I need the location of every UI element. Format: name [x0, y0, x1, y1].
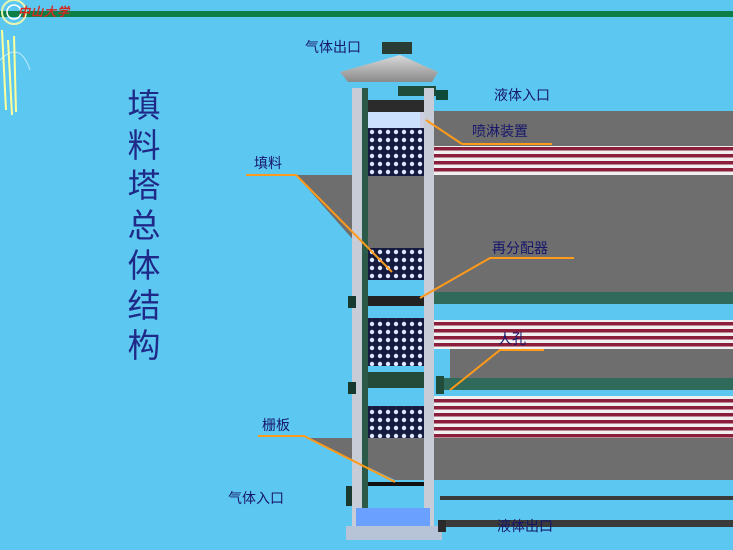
- gas-outlet-hood: [340, 42, 438, 82]
- leader-lines: [246, 119, 574, 483]
- pointer-panels: [296, 111, 733, 480]
- label-gas-inlet: 气体入口: [228, 491, 284, 507]
- tower-base: [346, 508, 446, 540]
- stripe-bands: [432, 146, 733, 438]
- label-liquid-outlet: 液体出口: [497, 519, 553, 535]
- diagram-title: 填料塔总体结构: [127, 86, 161, 365]
- packing-beds: [368, 128, 424, 486]
- label-liquid-inlet: 液体入口: [494, 88, 550, 104]
- university-logo: 中山大学: [18, 5, 71, 19]
- column-shell: [352, 88, 434, 528]
- label-manhole: 人孔: [498, 332, 526, 348]
- label-redistributor: 再分配器: [492, 241, 548, 257]
- label-gas-outlet: 气体出口: [305, 40, 361, 56]
- pipes: [346, 86, 733, 527]
- logo-decoration: [0, 0, 31, 116]
- redistributor: [348, 296, 424, 308]
- label-grid-plate: 栅板: [262, 418, 290, 434]
- manhole: [348, 372, 444, 394]
- label-packing: 填料: [254, 156, 282, 172]
- top-bar: [0, 11, 733, 17]
- label-spray-device: 喷淋装置: [472, 124, 528, 140]
